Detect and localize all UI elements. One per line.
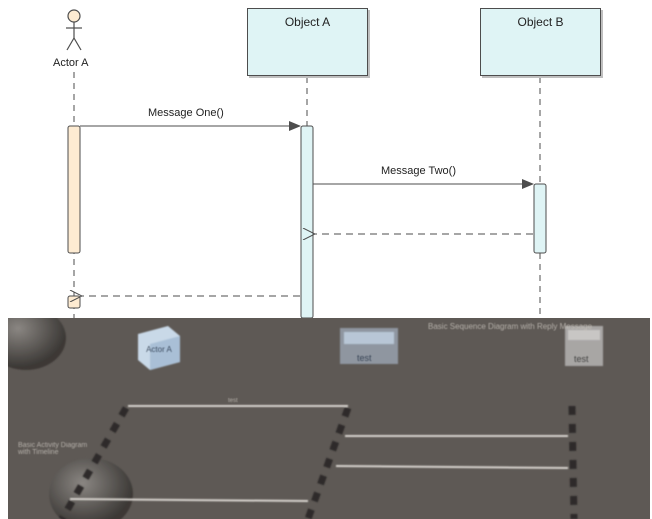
object-b-box[interactable]: Object B: [480, 8, 601, 76]
object-b-activation[interactable]: [533, 183, 547, 254]
dashed-lifeline: [58, 406, 130, 519]
sphere-top-left: [8, 318, 66, 370]
test-cube-a-label: test: [357, 353, 372, 363]
sequence-diagram-canvas: [66, 9, 547, 318]
actor-figure[interactable]: [66, 9, 82, 51]
test-cube-a: [340, 328, 398, 364]
object-a-box[interactable]: Object A: [247, 8, 368, 76]
3d-render-view: Basic Sequence Diagram with Reply Messag…: [8, 318, 650, 519]
test-cube-b: [565, 326, 603, 366]
message-one-label: Message One(): [148, 107, 224, 119]
lane-label: test: [228, 398, 238, 404]
lane-line: [335, 465, 569, 469]
actor-label: Actor A: [53, 57, 89, 69]
dashed-lifeline: [304, 406, 352, 519]
3d-render-canvas: [8, 318, 603, 519]
actor-return-activation[interactable]: [67, 295, 81, 309]
dashed-lifeline: [568, 405, 578, 519]
object-a-activation[interactable]: [300, 125, 314, 318]
test-cube-b-label: test: [574, 354, 589, 364]
sequence-diagram: Actor A Object A Object B Message One() …: [53, 8, 601, 318]
render-side-text: Basic Activity Diagram with Timeline: [18, 442, 88, 456]
message-two-label: Message Two(): [381, 165, 456, 177]
object-b-label: Object B: [517, 15, 564, 29]
lane-line: [69, 498, 309, 502]
sphere-bottom-left: [49, 458, 133, 519]
render-title-text: Basic Sequence Diagram with Reply Messag…: [428, 322, 593, 331]
actor-activation[interactable]: [67, 125, 81, 254]
actor-cube: [138, 326, 180, 370]
object-a-label: Object A: [284, 15, 331, 29]
actor-cube-label: Actor A: [146, 345, 172, 354]
